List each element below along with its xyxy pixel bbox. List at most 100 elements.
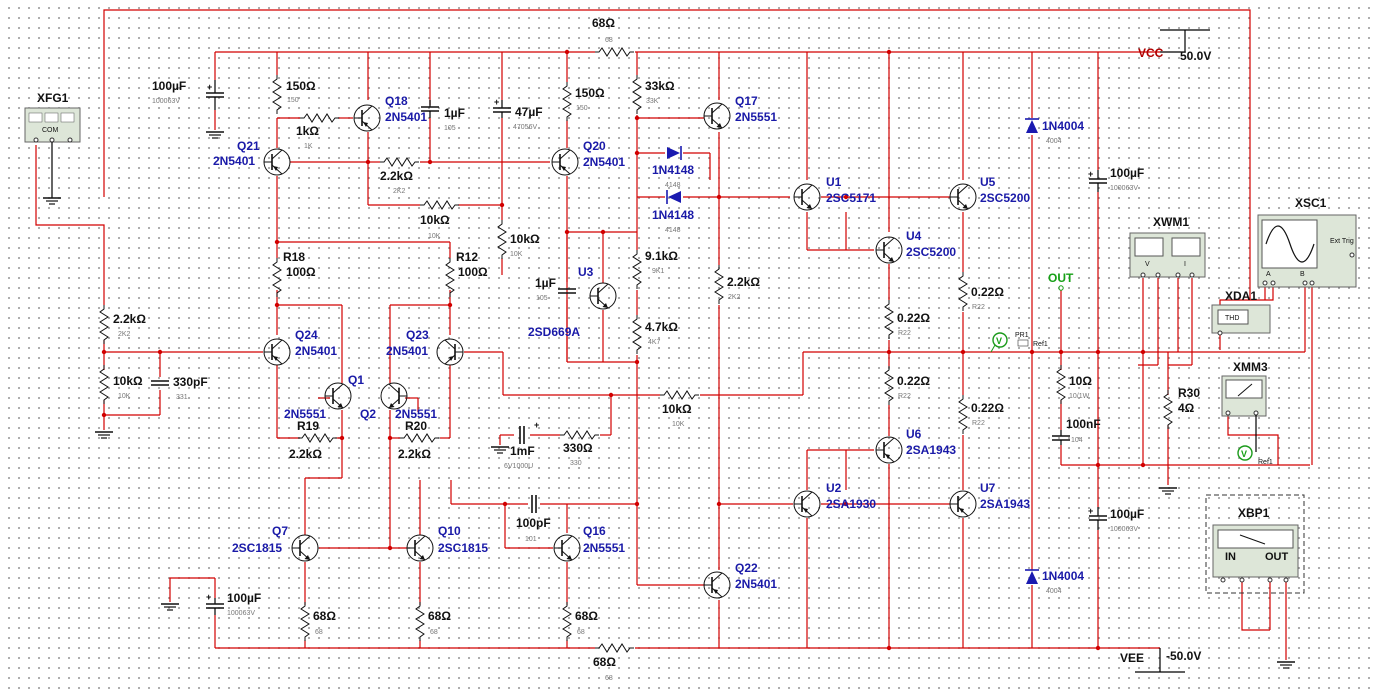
multimeter-xmm3[interactable]: XMM3 xyxy=(1221,360,1268,452)
resistor-68-b[interactable]: 68Ω 68 xyxy=(415,601,451,642)
resistor-2k2-b[interactable]: 2.2kΩ 2K2 xyxy=(714,264,760,305)
transistor-q24[interactable]: Q24 2N5401 xyxy=(263,328,337,366)
transistor-q7[interactable]: Q7 2SC1815 xyxy=(232,524,319,562)
transistor-u1[interactable]: U1 2SC5171 xyxy=(793,175,876,211)
resistor-150-a[interactable]: 150Ω 150 xyxy=(272,74,316,115)
svg-text:47056V: 47056V xyxy=(513,124,537,131)
capacitor-47u[interactable]: + 47µF 47056V xyxy=(492,97,543,131)
resistor-10k-b[interactable]: 10kΩ 10K xyxy=(497,219,540,260)
resistor-68-bottom[interactable]: 68Ω 68 xyxy=(593,643,635,682)
svg-text:R20: R20 xyxy=(405,419,427,433)
capacitor-100u-d[interactable]: + 100µF 100063V xyxy=(160,591,261,617)
svg-text:2.2kΩ: 2.2kΩ xyxy=(398,447,431,461)
transistor-u2[interactable]: U2 2SA1930 xyxy=(793,481,876,518)
capacitor-100p[interactable]: 100pF 101 xyxy=(516,494,551,543)
wattmeter-xwm1[interactable]: XWM1 V I xyxy=(1129,215,1206,278)
resistor-022-d[interactable]: 0.22Ω R22 xyxy=(958,394,1004,435)
capacitor-1u-b[interactable]: 1µF 105 xyxy=(535,276,577,302)
resistor-68-top[interactable]: 68Ω 68 xyxy=(592,16,635,57)
transistor-q21[interactable]: Q21 2N5401 xyxy=(213,139,291,176)
svg-text:Q17: Q17 xyxy=(735,94,758,108)
svg-text:R22: R22 xyxy=(898,393,911,400)
resistor-330[interactable]: 330Ω 330 xyxy=(559,430,600,467)
transistor-q1[interactable]: Q1 2N5551 xyxy=(284,373,364,421)
resistor-68-c[interactable]: 68Ω 68 xyxy=(562,601,598,642)
capacitor-100n[interactable]: 100nF 104 xyxy=(1051,417,1101,445)
resistor-022-c[interactable]: 0.22Ω R22 xyxy=(884,365,930,406)
diode-1n4148-b[interactable]: 1N4148 4148 xyxy=(652,190,694,234)
transistor-q23[interactable]: Q23 2N5401 xyxy=(386,328,464,366)
svg-text:4148: 4148 xyxy=(665,182,681,189)
transistor-q16[interactable]: Q16 2N5551 xyxy=(553,524,625,562)
resistor-2k2-a[interactable]: 2.2kΩ 2K2 xyxy=(379,157,420,195)
capacitor-1m[interactable]: + 1mF 6V1000U xyxy=(490,420,539,470)
capacitor-330p[interactable]: 330pF 331 xyxy=(94,375,208,439)
svg-text:PR1: PR1 xyxy=(1015,332,1029,339)
svg-text:Q22: Q22 xyxy=(735,561,758,575)
svg-text:2K2: 2K2 xyxy=(393,188,406,195)
svg-text:2N5401: 2N5401 xyxy=(385,110,427,124)
transistor-q22[interactable]: Q22 2N5401 xyxy=(703,561,777,599)
svg-text:XBP1: XBP1 xyxy=(1238,506,1270,520)
svg-text:10K: 10K xyxy=(428,233,441,240)
svg-text:2N5401: 2N5401 xyxy=(735,577,777,591)
svg-text:2K2: 2K2 xyxy=(118,331,131,338)
resistor-r20[interactable]: R20 2.2kΩ xyxy=(398,419,440,461)
svg-text:100063V: 100063V xyxy=(227,610,255,617)
probe-ref1[interactable]: V Ref1 xyxy=(1237,445,1273,466)
transistor-u5[interactable]: U5 2SC5200 xyxy=(949,175,1030,211)
diode-1n4004-a[interactable]: 1N4004 4004 xyxy=(1025,118,1084,145)
svg-text:Ref1: Ref1 xyxy=(1258,459,1273,466)
resistor-10[interactable]: 10Ω 10/1W xyxy=(1056,364,1092,405)
svg-text:U2: U2 xyxy=(826,481,842,495)
oscilloscope-xsc1[interactable]: XSC1 Ext Trig A B xyxy=(1257,196,1357,288)
svg-text:Q16: Q16 xyxy=(583,524,606,538)
transistor-u4[interactable]: U4 2SC5200 xyxy=(875,229,956,264)
svg-text:Q1: Q1 xyxy=(348,373,364,387)
svg-text:2SC1815: 2SC1815 xyxy=(232,541,282,555)
transistor-u6[interactable]: U6 2SA1943 xyxy=(875,427,956,464)
svg-text:2N5551: 2N5551 xyxy=(284,407,326,421)
diode-1n4004-b[interactable]: 1N4004 4004 xyxy=(1025,569,1084,595)
resistor-022-a[interactable]: 0.22Ω R22 xyxy=(884,299,930,340)
resistor-r19[interactable]: R19 2.2kΩ xyxy=(289,419,338,461)
capacitor-100u-a[interactable]: + 100µF 100063V xyxy=(152,79,225,139)
diode-1n4148-a[interactable]: 1N4148 4148 xyxy=(652,146,694,189)
svg-text:2SA1943: 2SA1943 xyxy=(906,443,956,457)
resistor-9k1[interactable]: 9.1kΩ 9K1 xyxy=(632,249,678,290)
bode-plotter-xbp1[interactable]: XBP1 IN OUT xyxy=(1205,494,1305,669)
svg-text:33kΩ: 33kΩ xyxy=(645,79,675,93)
resistor-4k7[interactable]: 4.7kΩ 4K7 xyxy=(632,314,678,355)
resistor-2k2-input[interactable]: 2.2kΩ 2K2 xyxy=(99,304,146,345)
transistor-u3[interactable]: U3 2SD669A xyxy=(528,265,617,339)
svg-text:1µF: 1µF xyxy=(444,106,465,120)
transistor-q17[interactable]: Q17 2N5551 xyxy=(703,94,777,130)
resistor-r18[interactable]: R18 100Ω xyxy=(272,250,316,298)
distortion-analyzer-xda1[interactable]: XDA1 THD xyxy=(1211,289,1271,336)
svg-text:2N5401: 2N5401 xyxy=(583,155,625,169)
resistor-10k-a[interactable]: 10kΩ 10K xyxy=(419,200,460,240)
resistor-33k[interactable]: 33kΩ 33K xyxy=(632,74,675,115)
resistor-r30[interactable]: R30 4Ω xyxy=(1158,386,1200,495)
svg-text:V: V xyxy=(1241,449,1247,459)
svg-text:2SC5200: 2SC5200 xyxy=(906,245,956,259)
probe-pr1[interactable]: V PR1 Ref1 xyxy=(990,332,1048,353)
resistor-10k-input[interactable]: 10kΩ 10K xyxy=(99,364,143,405)
transistor-q18[interactable]: Q18 2N5401 xyxy=(353,94,427,132)
resistor-150-b[interactable]: 150Ω 150 xyxy=(562,81,605,122)
resistor-022-b[interactable]: 0.22Ω R22 xyxy=(958,271,1004,312)
transistor-q10[interactable]: Q10 2SC1815 xyxy=(406,524,488,562)
resistor-68-a[interactable]: 68Ω 68 xyxy=(300,601,336,642)
resistor-10k-feedback[interactable]: 10kΩ 10K xyxy=(659,390,700,428)
transistor-q20[interactable]: Q20 2N5401 xyxy=(551,139,625,176)
resistor-r12[interactable]: R12 100Ω xyxy=(445,250,488,298)
resistor-1k[interactable]: 1kΩ 1K xyxy=(296,113,340,150)
capacitor-100u-b[interactable]: + 100µF 100063V xyxy=(1088,166,1144,192)
transistor-q2[interactable]: Q2 2N5551 xyxy=(360,382,437,421)
capacitor-1u-a[interactable]: 1µF 105 xyxy=(420,100,465,132)
transistor-u7[interactable]: U7 2SA1943 xyxy=(949,481,1030,518)
function-generator-xfg1[interactable]: XFG1 COM xyxy=(24,91,81,205)
svg-text:150: 150 xyxy=(287,97,299,104)
capacitor-100u-c[interactable]: + 100µF 100063V xyxy=(1088,506,1144,533)
